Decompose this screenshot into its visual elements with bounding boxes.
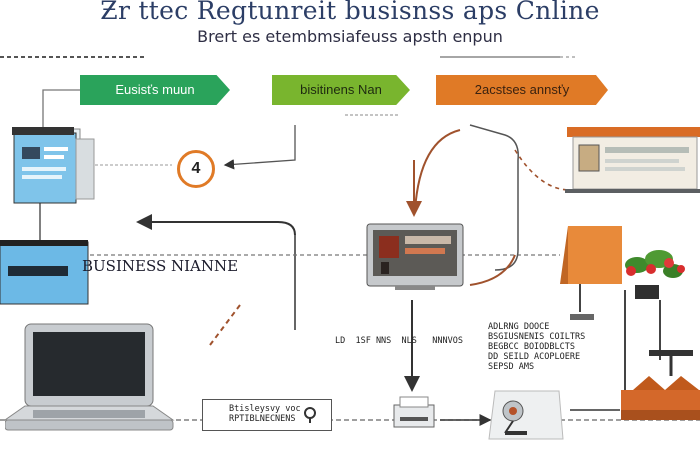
info-box: Btisleysvy voc RPTIBLNECNENS	[202, 399, 332, 431]
business-name-label: BUSINESS NIANNE	[82, 257, 239, 275]
plant-icon	[625, 250, 685, 299]
laptop-icon	[5, 323, 175, 431]
step-number-badge: 4	[177, 150, 215, 188]
coffee-machine-icon	[488, 390, 564, 440]
desk-icon	[621, 350, 700, 420]
central-monitor-icon	[366, 223, 464, 290]
pin-icon	[304, 407, 316, 423]
document-stack-icon	[12, 127, 95, 204]
website-panel-icon	[565, 127, 700, 193]
page-title: Ƶr ttec Regtunreit busisnss aps Cnline	[100, 0, 600, 25]
mid-row-label: LD 1SF NNS NLS NNNVOS	[335, 336, 463, 346]
lamp-icon	[560, 226, 622, 320]
step-banner-1: Eusisťs muun	[80, 75, 230, 105]
business-name-card	[0, 240, 89, 305]
step-banner-3: 2acstses annsťy	[436, 75, 608, 105]
info-box-text: Btisleysvy voc RPTIBLNECNENS	[229, 404, 301, 424]
right-block-label: ADLRNG DOOCE BSGIUSNENIS COILTRS BEGBCC …	[488, 322, 586, 372]
step-banner-2: bisitinens Nan	[272, 75, 410, 105]
printer-icon	[393, 396, 435, 428]
page-subtitle: Brert es etembmsiafeuss apsth enpun	[197, 27, 503, 46]
